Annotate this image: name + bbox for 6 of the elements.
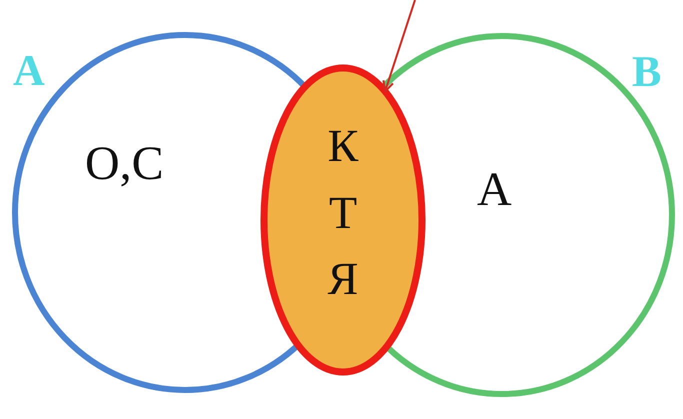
set-label: A: [13, 49, 45, 93]
set-elements: О,С: [85, 140, 164, 188]
arrow: [382, 0, 416, 92]
set-elements: А: [477, 166, 512, 214]
set-label: B: [632, 50, 662, 94]
intersection-letters: К Т Я: [326, 119, 360, 306]
